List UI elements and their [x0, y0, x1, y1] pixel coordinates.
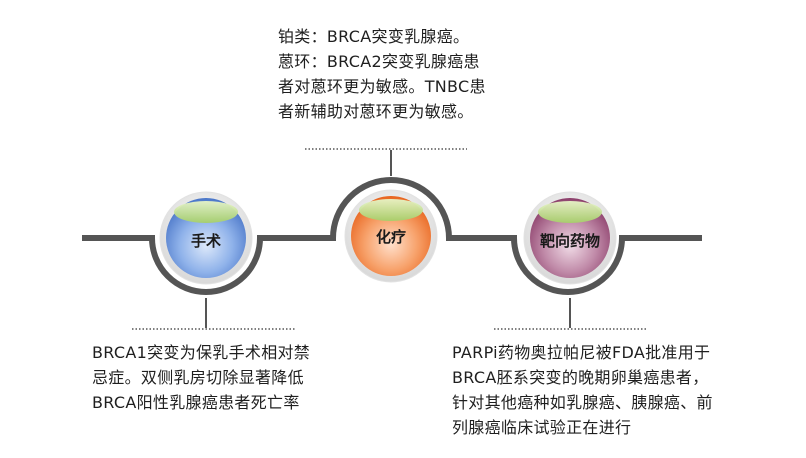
targeted-node: 靶向药物: [523, 191, 617, 285]
surgery-node: 手术: [159, 191, 253, 285]
track-line: [82, 177, 702, 295]
chemo-node: 化疗: [344, 189, 438, 283]
targeted-label: 靶向药物: [540, 232, 600, 250]
surgery-label: 手术: [191, 232, 221, 250]
chemo-label: 化疗: [376, 228, 406, 246]
chemo-description: 铂类：BRCA突变乳腺癌。 蒽环：BRCA2突变乳腺癌患 者对蒽环更为敏感。TN…: [278, 27, 486, 121]
surgery-description: BRCA1突变为保乳手术相对禁 忌症。双侧乳房切除显著降低 BRCA阳性乳腺癌患…: [92, 343, 311, 412]
targeted-description: PARPi药物奥拉帕尼被FDA批准用于 BRCA胚系突变的晚期卵巢癌患者， 针对…: [452, 343, 713, 437]
